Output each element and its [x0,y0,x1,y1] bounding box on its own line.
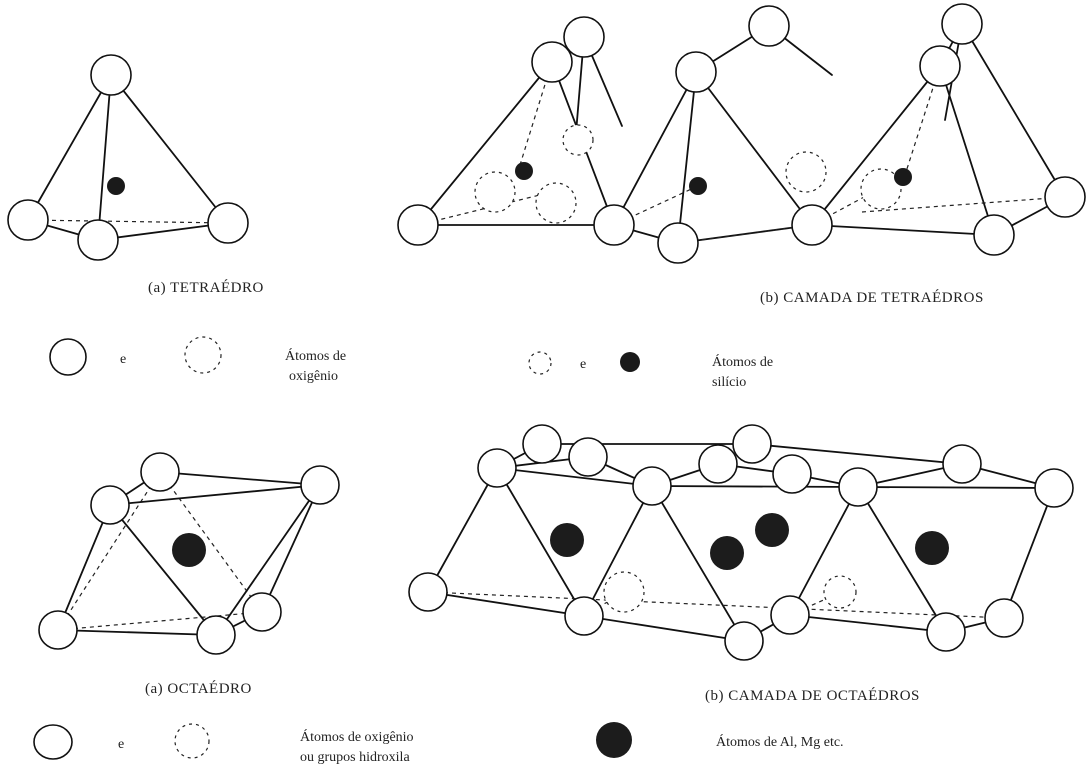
legend-silicon-label-1: Átomos de [712,353,773,370]
oxygen-atom [563,16,605,58]
oxygen-atom [1034,468,1074,508]
caption-tetrahedron: (a) TETRAÉDRO [148,279,264,296]
oxygen-atom [38,610,78,650]
oxygen-atom [300,465,340,505]
oxygen-atom [196,615,236,655]
al-mg-symbol [596,722,632,758]
caption-octahedral-sheet: (b) CAMADA DE OCTAÉDROS [705,687,920,704]
silicon-atom [515,162,533,180]
oxygen-atom [90,485,130,525]
oxygen-atom [791,204,833,246]
metal-cation [755,513,789,547]
legend-oxy-hydroxyl-label-1: Átomos de oxigênio [300,728,414,745]
caption-tetrahedral-sheet: (b) CAMADA DE TETRAÉDROS [760,289,984,306]
oxygen-atom [568,437,608,477]
oxygen-atom [7,199,49,241]
oxygen-atom [1044,176,1086,218]
oxygen-atom [772,454,812,494]
legend-oxygen: e Átomos de oxigênio [49,336,346,384]
oxygen-atom [77,219,119,261]
legend-silicon: e Átomos de silício [528,351,773,390]
metal-cation [915,531,949,565]
oxygen-atom-hidden [535,182,577,224]
legend-oxygen-label-1: Átomos de [285,347,346,364]
oxygen-atom [477,448,517,488]
legend-conjunction-2: e [580,357,586,372]
oxygen-atom [632,466,672,506]
oxygen-atom [408,572,448,612]
legend-conjunction-3: e [118,737,124,752]
oxygen-dashed-symbol [184,336,222,374]
oxygen-atom [919,45,961,87]
metal-cation [550,523,584,557]
oxygen-atom [90,54,132,96]
legend-conjunction: e [120,352,126,367]
legend-al-mg: Átomos de Al, Mg etc. [596,722,844,758]
oxygen-atom [242,592,282,632]
silicon-solid-symbol [620,352,640,372]
oxygen-atom [941,3,983,45]
oxygen-atom-hidden [860,168,902,210]
oxygen-atom [973,214,1015,256]
legend-oxygen-hydroxyl: e Átomos de oxigênio ou grupos hidroxila [33,723,414,765]
oxygen-atom [984,598,1024,638]
oxygen-atom [732,424,772,464]
legend-silicon-label-2: silício [712,375,746,390]
oxygen-atom [207,202,249,244]
silicon-atom [689,177,707,195]
octahedral-sheet [408,424,1074,661]
oxygen-atom [724,621,764,661]
oxygen-atom [926,612,966,652]
oxygen-atom [942,444,982,484]
oxygen-atom [698,444,738,484]
oxygen-atom-hidden [474,171,516,213]
silicon-dashed-symbol [528,351,552,375]
oxygen-atom [522,424,562,464]
tetrahedral-sheet [397,3,1086,264]
oxygen-atom-hidden [785,151,827,193]
oxygen-atom [531,41,573,83]
oxygen-solid-symbol [33,724,73,760]
single-octahedron [38,452,340,655]
oxygen-atom [657,222,699,264]
oxygen-atom [397,204,439,246]
metal-cation [172,533,206,567]
oxygen-dashed-symbol [174,723,210,759]
oxygen-solid-symbol [49,338,87,376]
legend-oxygen-label-2: oxigênio [289,369,338,384]
oxygen-atom-hidden [562,124,594,156]
oxygen-atom [140,452,180,492]
single-tetrahedron [7,54,249,261]
legend-al-mg-label: Átomos de Al, Mg etc. [716,733,844,750]
oxygen-atom [748,5,790,47]
oxygen-atom [838,467,878,507]
oxygen-atom [770,595,810,635]
silicon-atom [107,177,125,195]
oxygen-atom-hidden [823,575,857,609]
legend-oxy-hydroxyl-label-2: ou grupos hidroxila [300,750,410,765]
oxygen-atom [593,204,635,246]
metal-cation [710,536,744,570]
oxygen-atom-hidden [603,571,645,613]
oxygen-atom [675,51,717,93]
silicon-atom [894,168,912,186]
oxygen-atom [564,596,604,636]
caption-octahedron: (a) OCTAÉDRO [145,680,252,697]
